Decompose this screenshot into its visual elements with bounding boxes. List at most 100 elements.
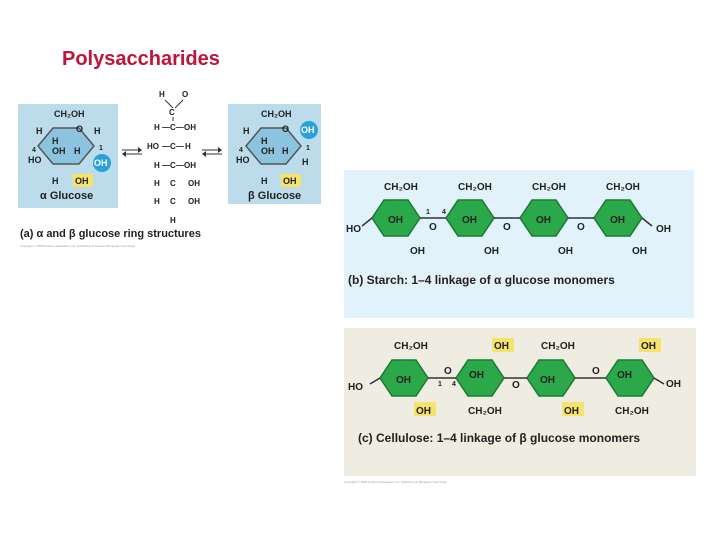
alpha-oh-highlight — [93, 154, 111, 172]
starch-top-1: CH₂OH — [384, 182, 418, 193]
slide-title: Polysaccharides — [62, 48, 220, 70]
alpha-ring — [37, 127, 95, 165]
panel-b-starch: CH₂OH CH₂OH CH₂OH CH₂OH OH OH OH OH OH O… — [344, 170, 694, 318]
beta-ring — [245, 127, 302, 165]
starch-left-end: HO — [346, 224, 361, 235]
beta-oh-bottom-highlight — [281, 174, 301, 187]
cellulose-bottom-1-highlight — [414, 402, 436, 416]
beta-oh-bottom: OH — [283, 176, 297, 186]
alpha-glucose-label: α Glucose — [40, 190, 93, 202]
cellulose-link-num-4: 4 — [452, 381, 456, 388]
cellulose-bottom-2: CH₂OH — [468, 406, 502, 417]
alpha-h3: H — [52, 136, 59, 146]
svg-text:H: H — [159, 90, 165, 99]
cellulose-ring-oh-3: OH — [540, 375, 555, 386]
cellulose-top-2: OH — [494, 341, 509, 352]
alpha-h1: H — [36, 126, 43, 136]
panel-c-svg: CH₂OH OH CH₂OH OH OH OH OH OH OH CH₂OH O… — [348, 338, 681, 417]
beta-h4: H — [282, 146, 289, 156]
cellulose-ring-oh-1: OH — [396, 375, 411, 386]
cellulose-bottom-4: CH₂OH — [615, 406, 649, 417]
panel-c-cellulose: CH₂OH OH CH₂OH OH OH OH OH OH OH CH₂OH O… — [344, 328, 696, 476]
panel-b-caption: (b) Starch: 1–4 linkage of α glucose mon… — [348, 273, 615, 287]
svg-text:H: H — [154, 161, 160, 170]
svg-text:—C—: —C— — [162, 161, 184, 170]
panel-c-copyright: Copyright © 2005 Pearson Education, Inc.… — [344, 480, 447, 484]
cellulose-top-2-highlight — [492, 338, 514, 352]
cellulose-right-end: OH — [666, 379, 681, 390]
beta-oh-anomeric: OH — [301, 125, 315, 135]
beta-h5: H — [261, 176, 268, 186]
cellulose-bottom-3: OH — [564, 406, 579, 417]
svg-text:C: C — [169, 108, 175, 117]
starch-top-3: CH₂OH — [532, 182, 566, 193]
cellulose-link-num-1: 1 — [438, 381, 442, 388]
alpha-c4: 4 — [32, 147, 36, 154]
starch-link-num-4: 4 — [442, 209, 446, 216]
svg-text:H: H — [154, 123, 160, 132]
svg-text:—C—: —C— — [162, 142, 184, 151]
beta-c4: 4 — [239, 147, 243, 154]
alpha-oh-bottom: OH — [75, 176, 89, 186]
starch-bottom-oh-1: OH — [410, 246, 425, 257]
svg-text:—C—: —C— — [162, 123, 184, 132]
svg-text:C: C — [170, 197, 176, 206]
cellulose-link-o-1: O — [444, 366, 452, 377]
panel-b-caption-text: Starch: 1–4 linkage of α glucose monomer… — [366, 273, 615, 287]
alpha-ch2oh: CH₂OH — [54, 109, 85, 119]
cellulose-link-o-2: O — [512, 380, 520, 391]
starch-link-num-1: 1 — [426, 209, 430, 216]
panel-a-svg: CH₂OH O H H 4 1 H OH H HO OH H OH α Gluc… — [18, 90, 321, 225]
starch-link-o-3: O — [577, 222, 585, 233]
starch-bottom-oh-4: OH — [632, 246, 647, 257]
cellulose-top-4: OH — [641, 341, 656, 352]
panel-a-copyright: Copyright © 2005 Pearson Education, Inc.… — [20, 244, 135, 248]
starch-chain — [361, 199, 653, 237]
cellulose-bottom-3-highlight — [562, 402, 584, 416]
alpha-ho: HO — [28, 155, 42, 165]
beta-h3: H — [261, 136, 268, 146]
alpha-h2: H — [94, 126, 101, 136]
svg-text:H: H — [170, 216, 176, 225]
svg-text:C: C — [170, 179, 176, 188]
starch-ring-oh-2: OH — [462, 215, 477, 226]
cellulose-chain — [369, 359, 665, 397]
starch-bottom-oh-2: OH — [484, 246, 499, 257]
alpha-oh-anomeric: OH — [94, 158, 108, 168]
cellulose-bottom-1: OH — [416, 406, 431, 417]
starch-link-o-2: O — [503, 222, 511, 233]
svg-text:H: H — [185, 142, 191, 151]
equilibrium-arrows-right — [202, 147, 222, 157]
beta-glucose-label: β Glucose — [248, 190, 301, 202]
svg-text:OH: OH — [184, 161, 196, 170]
panel-a-caption: (a) α and β glucose ring structures — [20, 228, 201, 240]
starch-right-end: OH — [656, 224, 671, 235]
starch-link-o-1: O — [429, 222, 437, 233]
panel-c-caption: (c) Cellulose: 1–4 linkage of β glucose … — [358, 431, 640, 445]
starch-ring-oh-3: OH — [536, 215, 551, 226]
beta-ch2oh: CH₂OH — [261, 109, 292, 119]
alpha-c1: 1 — [99, 145, 103, 152]
alpha-oh1: OH — [52, 146, 66, 156]
cellulose-top-3: CH₂OH — [541, 341, 575, 352]
panel-c-label: (c) — [358, 431, 373, 445]
starch-ring-oh-4: OH — [610, 215, 625, 226]
beta-ho: HO — [236, 155, 250, 165]
svg-text:OH: OH — [184, 123, 196, 132]
starch-bottom-oh-3: OH — [558, 246, 573, 257]
cellulose-link-o-3: O — [592, 366, 600, 377]
beta-oh-highlight — [300, 121, 318, 139]
cellulose-ring-oh-2: OH — [469, 370, 484, 381]
svg-text:H: H — [154, 197, 160, 206]
cellulose-top-1: CH₂OH — [394, 341, 428, 352]
svg-text:OH: OH — [188, 197, 200, 206]
cellulose-top-4-highlight — [639, 338, 661, 352]
panel-a-glucose-rings: CH₂OH O H H 4 1 H OH H HO OH H OH α Gluc… — [18, 86, 328, 252]
alpha-oh-bottom-highlight — [73, 174, 93, 187]
panel-b-label: (b) — [348, 273, 364, 287]
svg-text:H: H — [154, 179, 160, 188]
alpha-h5: H — [52, 176, 59, 186]
beta-h1: H — [243, 126, 250, 136]
cellulose-ring-oh-4: OH — [617, 370, 632, 381]
svg-text:O: O — [182, 90, 188, 99]
